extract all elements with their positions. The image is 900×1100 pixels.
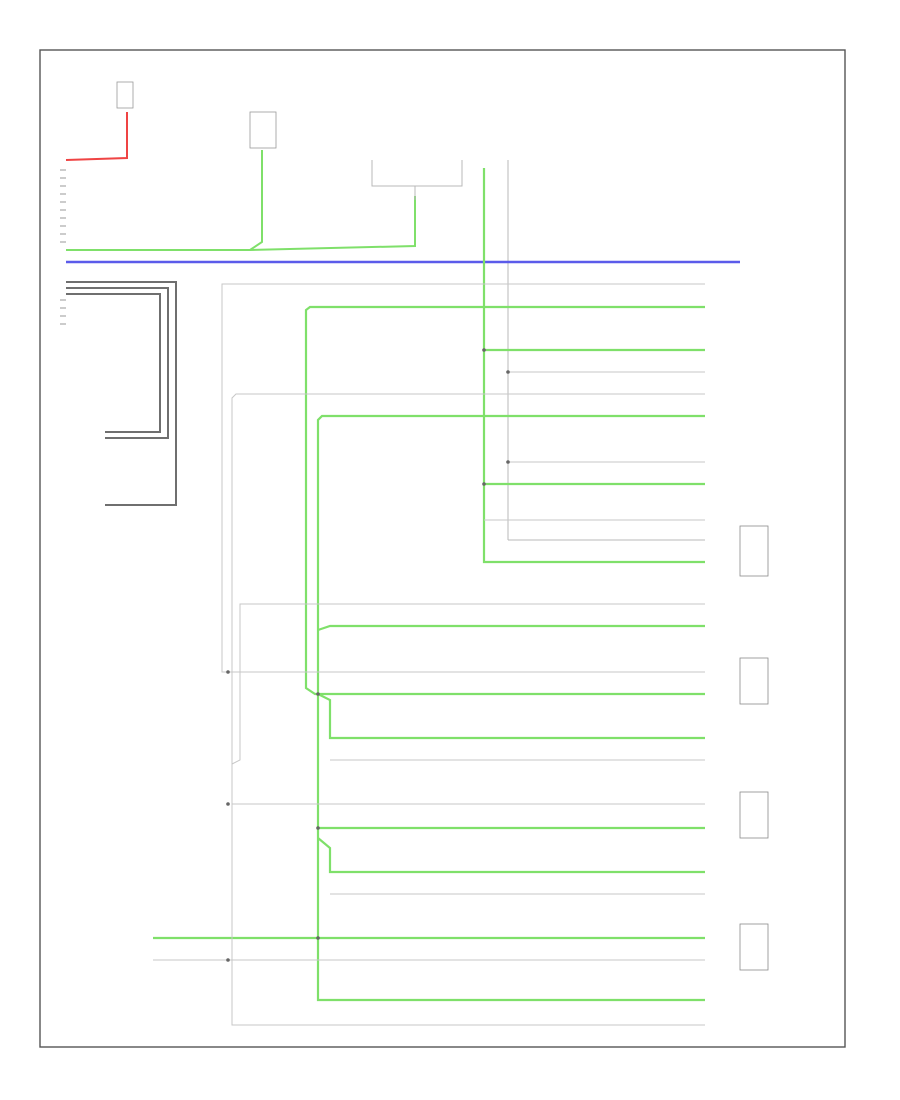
top-component-fuse [116, 81, 134, 109]
wire-dark-left [66, 281, 177, 506]
top-component-2 [249, 111, 277, 149]
left-connector-ticks [60, 169, 66, 325]
wire-red-power [65, 112, 128, 161]
wire-gray-runs [153, 283, 705, 1026]
wire-green-trunk [153, 168, 705, 1002]
junction-dots [226, 348, 510, 962]
diagram-frame [39, 49, 846, 1048]
wire-green-top [66, 150, 416, 251]
right-component-boxes [739, 525, 769, 971]
